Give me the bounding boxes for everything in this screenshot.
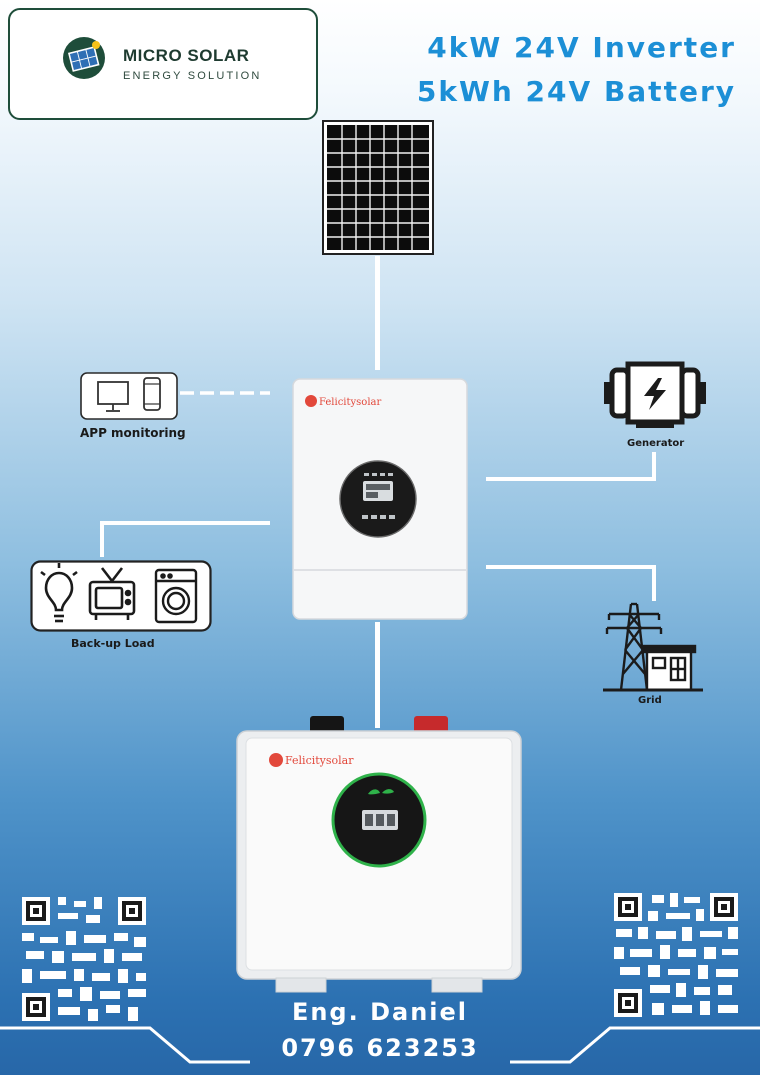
headline-inverter: 4kW 24V Inverter: [427, 31, 736, 64]
contact-name: Eng. Daniel: [291, 998, 469, 1026]
wire-load-down: [100, 521, 104, 557]
wire-inverter-battery: [375, 622, 380, 728]
washing-machine-icon: [154, 568, 198, 624]
headline: 4kW 24V Inverter 5kWh 24V Battery: [417, 26, 736, 114]
grid-label: Grid: [638, 695, 662, 706]
generator-label: Generator: [627, 438, 685, 449]
qr-code-icon: [22, 897, 146, 1021]
headline-battery: 5kWh 24V Battery: [416, 75, 736, 108]
wire-app-dashed: [180, 391, 270, 395]
battery: Felicitysolar: [236, 730, 522, 993]
bulb-icon: [40, 563, 78, 623]
logo-mark-icon: [63, 37, 105, 79]
inverter: Felicitysolar: [292, 378, 468, 620]
wire-grid: [486, 565, 656, 569]
wire-panel-inverter: [375, 256, 380, 370]
qr-code-icon: [614, 893, 738, 1017]
backup-load-box: [30, 560, 212, 632]
wire-grid-down: [652, 565, 656, 601]
grid-icon: [603, 602, 703, 692]
wire-load: [100, 521, 270, 525]
battery-brand: Felicitysolar: [285, 754, 354, 767]
phone-icon: [143, 377, 161, 411]
solar-panel-icon: [322, 120, 434, 255]
app-monitoring-box: [80, 372, 178, 420]
backup-load-label: Back-up Load: [71, 637, 155, 650]
tv-icon: [88, 567, 136, 620]
decorative-lines: [0, 1026, 760, 1064]
monitor-icon: [97, 381, 129, 412]
contact-phone: 0796 623253: [281, 1034, 479, 1062]
app-monitoring-label: APP monitoring: [80, 426, 186, 440]
inverter-brand: Felicitysolar: [319, 397, 381, 408]
generator-icon: [604, 361, 706, 428]
wire-generator-up: [652, 452, 656, 481]
brand-name: MICRO SOLAR: [123, 46, 250, 65]
wire-generator: [486, 477, 656, 481]
logo-card: [8, 8, 318, 120]
brand-tagline: ENERGY SOLUTION: [123, 70, 262, 82]
building-icon: [641, 644, 697, 692]
